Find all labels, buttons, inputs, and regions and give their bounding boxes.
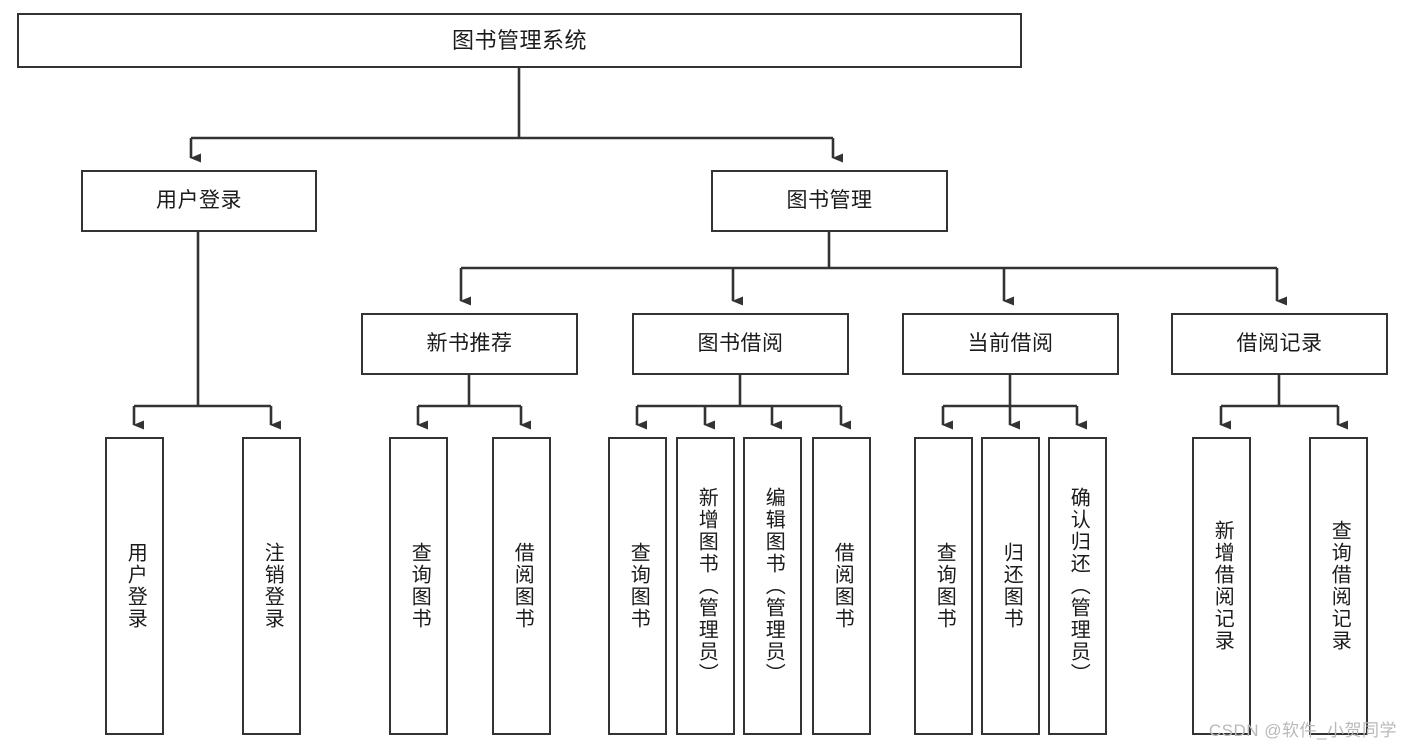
node-book-borrow[interactable]: 图书借阅	[632, 313, 849, 375]
node-current-borrow[interactable]: 当前借阅	[902, 313, 1119, 375]
node-label: 查询图书	[933, 542, 956, 630]
leaf-book-borrow-edit-book-admin[interactable]: 编辑图书（管理员）	[743, 437, 802, 735]
csdn-watermark: CSDN @软件_小贺同学	[1208, 721, 1397, 740]
node-label: 新增借阅记录	[1211, 520, 1234, 652]
node-label: 查询借阅记录	[1328, 520, 1351, 652]
leaf-new-book-query-book[interactable]: 查询图书	[389, 437, 448, 735]
node-label: 确认归还（管理员）	[1067, 487, 1090, 685]
node-label: 查询图书	[627, 542, 650, 630]
leaf-book-borrow-borrow-book[interactable]: 借阅图书	[812, 437, 871, 735]
node-label: 图书管理	[786, 188, 873, 212]
leaf-current-borrow-confirm-return-admin[interactable]: 确认归还（管理员）	[1048, 437, 1107, 735]
leaf-book-borrow-add-book-admin[interactable]: 新增图书（管理员）	[676, 437, 735, 735]
node-label: 新增图书（管理员）	[695, 487, 718, 685]
leaf-user-login-signout[interactable]: 注销登录	[242, 437, 301, 735]
node-label: 借阅图书	[511, 542, 534, 630]
leaf-borrow-record-add-record[interactable]: 新增借阅记录	[1192, 437, 1251, 735]
leaf-new-book-borrow-book[interactable]: 借阅图书	[492, 437, 551, 735]
node-label: 当前借阅	[967, 331, 1054, 355]
node-label: 注销登录	[261, 542, 284, 630]
leaf-current-borrow-return-book[interactable]: 归还图书	[981, 437, 1040, 735]
node-label: 查询图书	[408, 542, 431, 630]
leaf-borrow-record-query-record[interactable]: 查询借阅记录	[1309, 437, 1368, 735]
node-label: 用户登录	[124, 542, 147, 630]
node-label: 新书推荐	[426, 331, 513, 355]
node-label: 借阅记录	[1236, 331, 1323, 355]
node-label: 图书借阅	[697, 331, 784, 355]
node-label: 图书管理系统	[451, 27, 587, 53]
node-new-book-recommend[interactable]: 新书推荐	[361, 313, 578, 375]
node-label: 编辑图书（管理员）	[762, 487, 785, 685]
node-book-management[interactable]: 图书管理	[711, 170, 948, 232]
node-label: 借阅图书	[831, 542, 854, 630]
node-label: 归还图书	[1000, 542, 1023, 630]
leaf-book-borrow-query-book[interactable]: 查询图书	[608, 437, 667, 735]
node-user-login[interactable]: 用户登录	[81, 170, 317, 232]
leaf-user-login-signin[interactable]: 用户登录	[105, 437, 164, 735]
leaf-current-borrow-query-book[interactable]: 查询图书	[914, 437, 973, 735]
node-label: 用户登录	[156, 188, 242, 212]
node-root-book-management-system[interactable]: 图书管理系统	[17, 13, 1022, 68]
node-borrow-record[interactable]: 借阅记录	[1171, 313, 1388, 375]
